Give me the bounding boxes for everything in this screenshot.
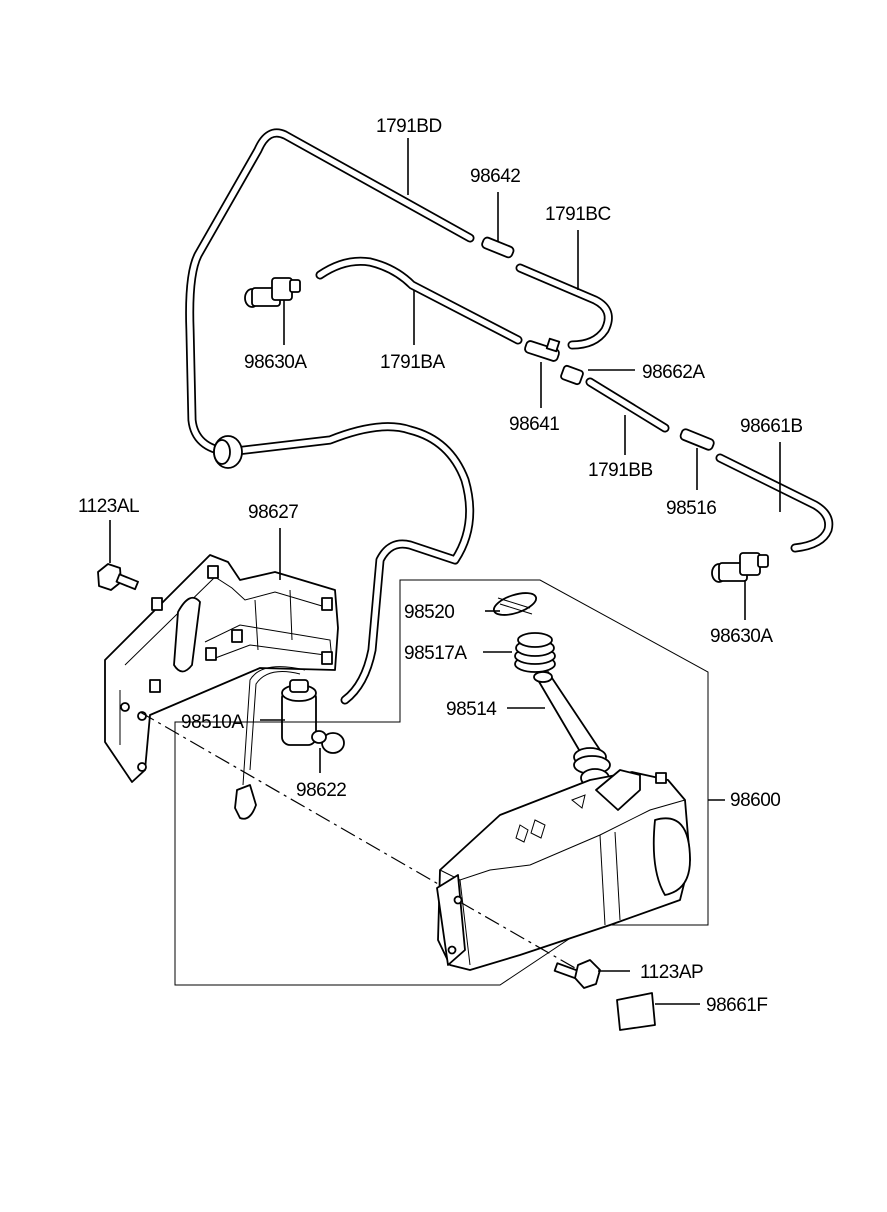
label-98630A-left: 98630A	[244, 352, 307, 373]
hose-98661B	[715, 453, 834, 553]
label-1791BC: 1791BC	[545, 204, 611, 225]
center-lines	[139, 711, 576, 969]
hose-1791BB	[585, 377, 670, 433]
label-98600: 98600	[730, 790, 780, 811]
label-98642: 98642	[470, 166, 520, 187]
grommet-98622	[311, 730, 345, 754]
label-98516: 98516	[666, 498, 716, 519]
label-98641: 98641	[509, 414, 559, 435]
label-98517A: 98517A	[404, 643, 467, 664]
label-98627: 98627	[248, 502, 298, 523]
reservoir-group-outline	[174, 579, 709, 986]
nozzle-98630A-left	[244, 277, 301, 308]
label-1791BD: 1791BD	[376, 116, 442, 137]
connector-98642	[481, 236, 515, 259]
nozzle-98630A-right	[711, 552, 769, 583]
leader-lines	[109, 138, 781, 1005]
label-98510A: 98510A	[181, 712, 244, 733]
label-98661B: 98661B	[740, 416, 803, 437]
bolt-1123AL	[97, 563, 139, 591]
label-98661F: 98661F	[706, 995, 767, 1016]
label-98520: 98520	[404, 602, 454, 623]
label-1791BB: 1791BB	[588, 460, 653, 481]
label-1123AP: 1123AP	[640, 962, 703, 983]
pump-98510A	[234, 666, 317, 820]
hose-1791BC	[515, 263, 613, 350]
connector-98662A	[560, 364, 584, 386]
hose-1791BD	[185, 128, 475, 705]
inlet-98514	[533, 671, 611, 788]
label-98630A-right: 98630A	[710, 626, 773, 647]
label-98622: 98622	[296, 780, 346, 801]
label-1791BA: 1791BA	[380, 352, 445, 373]
cap-98520	[492, 592, 538, 616]
label-98514: 98514	[446, 699, 497, 720]
filter-98517A	[514, 632, 556, 673]
label-98662A: 98662A	[642, 362, 705, 383]
label-98661F	[616, 992, 656, 1031]
part-labels: 1791BD 98642 1791BC 98630A 1791BA 98662A…	[78, 116, 803, 1016]
connector-98641	[524, 337, 561, 362]
bracket-98627	[104, 554, 339, 783]
reservoir-98600	[436, 769, 691, 971]
hose-1791BA	[315, 256, 523, 345]
label-1123AL: 1123AL	[78, 496, 139, 517]
connector-98516	[679, 428, 715, 451]
bolt-1123AP	[553, 959, 601, 989]
